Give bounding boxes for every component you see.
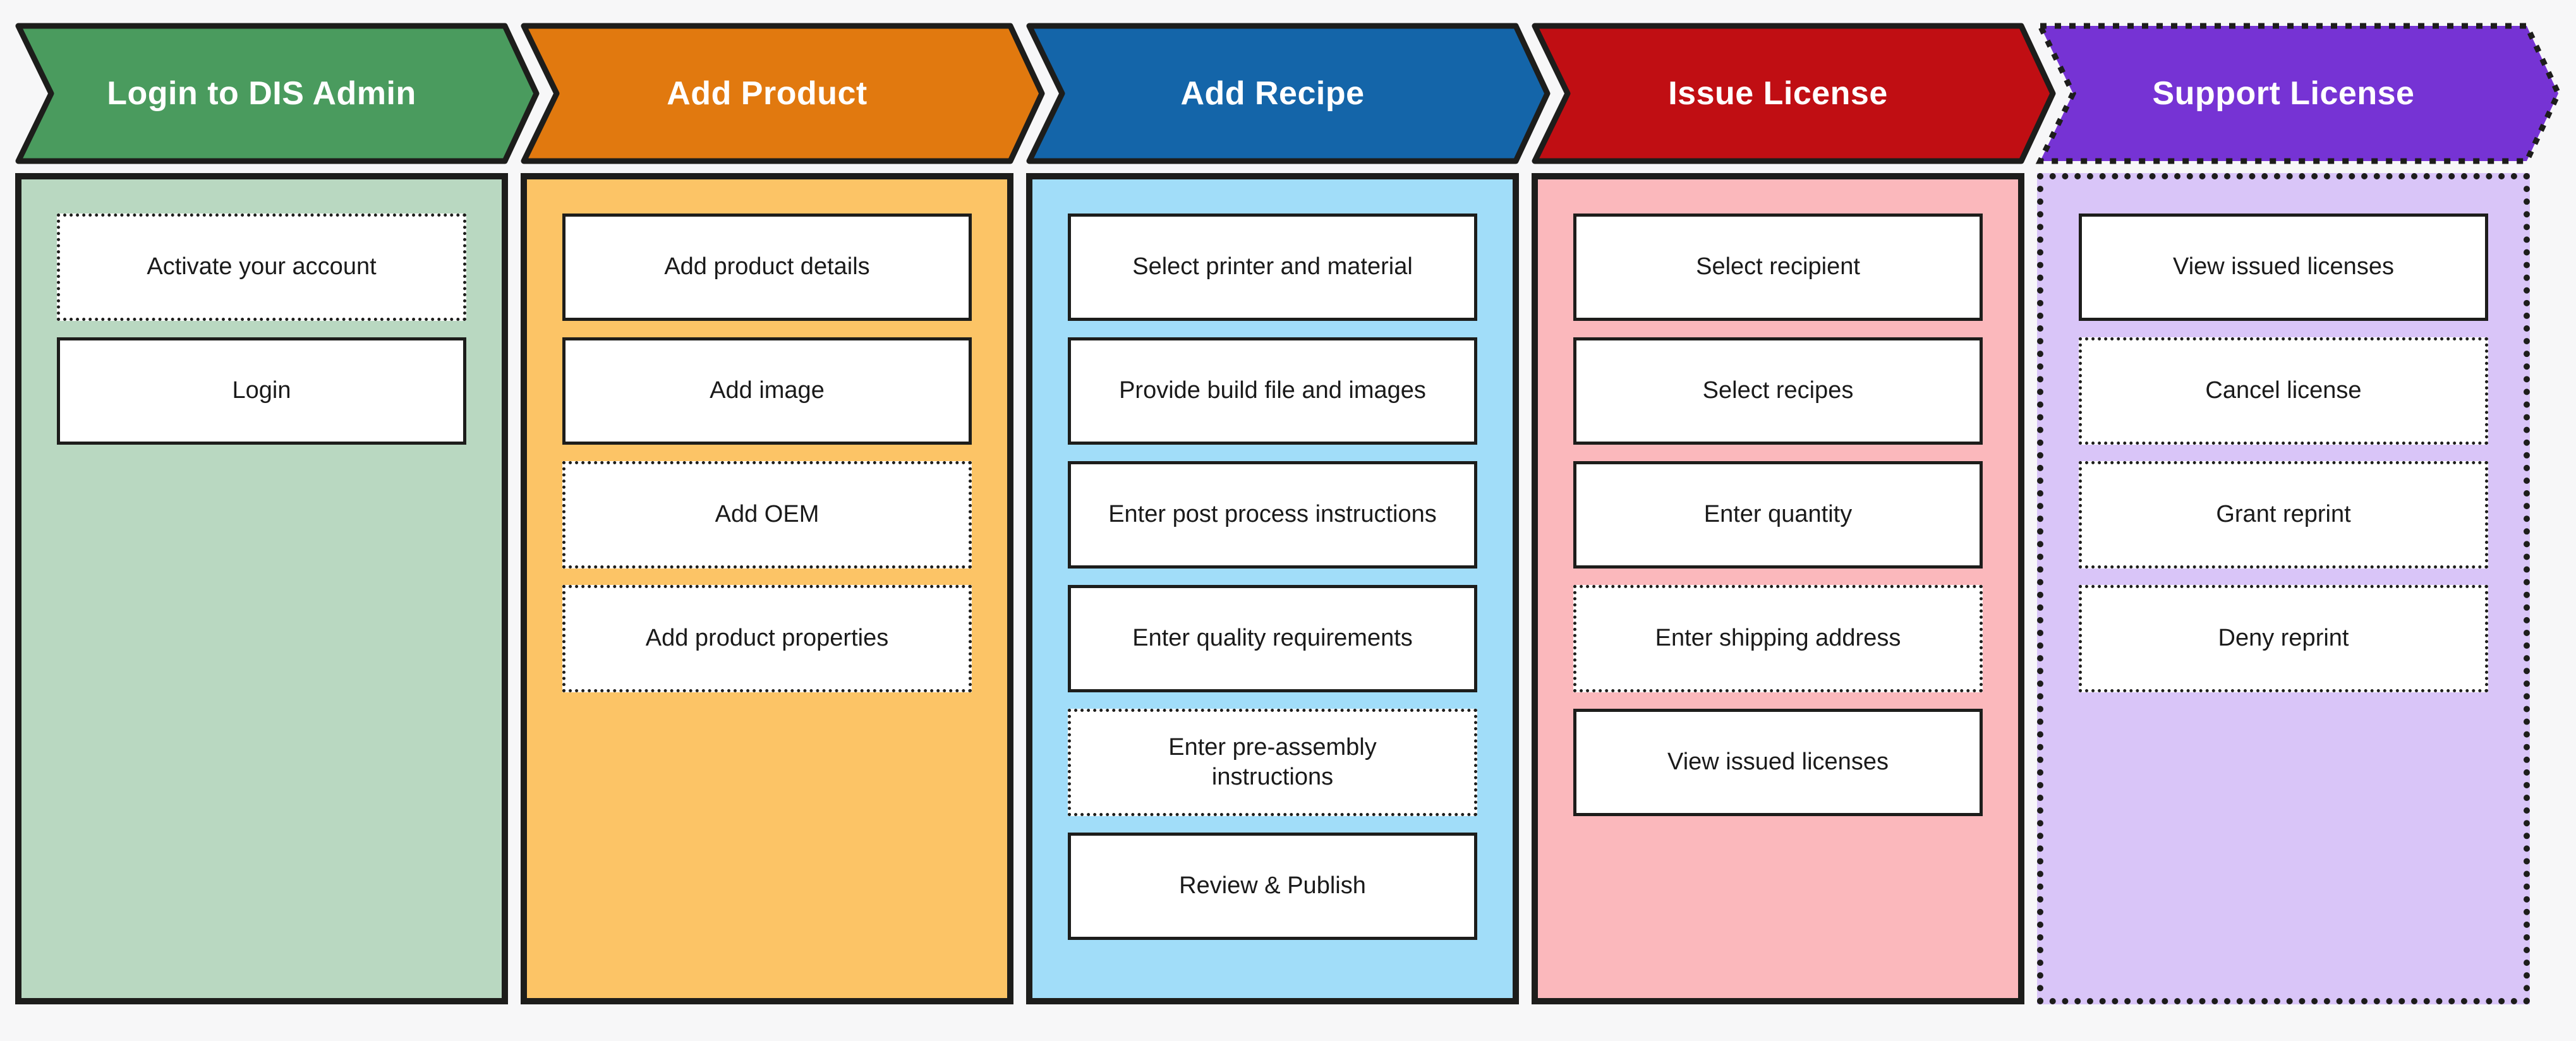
workflow-diagram: Login to DIS Admin Activate your account… <box>15 23 2576 1004</box>
step-cancel-license: Cancel license <box>2079 337 2488 445</box>
phase-title: Add Product <box>667 75 868 112</box>
phase-header-support-license: Support License <box>2035 23 2561 164</box>
step-select-printer-and-material: Select printer and material <box>1068 214 1477 321</box>
chevron-arrow-icon <box>521 23 1045 164</box>
step-grant-reprint: Grant reprint <box>2079 461 2488 569</box>
phase-header-issue-license: Issue License <box>1532 23 2056 164</box>
phase-header-add-recipe: Add Recipe <box>1026 23 1551 164</box>
step-select-recipient: Select recipient <box>1573 214 1983 321</box>
step-add-oem: Add OEM <box>562 461 972 569</box>
chevron-arrow-icon <box>2035 23 2561 164</box>
phase-body-support-license: View issued licenses Cancel license Gran… <box>2037 173 2530 1004</box>
phase-title: Login to DIS Admin <box>107 75 416 112</box>
chevron-arrow-icon <box>1532 23 2056 164</box>
step-enter-quantity: Enter quantity <box>1573 461 1983 569</box>
phase-title: Add Recipe <box>1180 75 1365 112</box>
phase-body-add-recipe: Select printer and material Provide buil… <box>1026 173 1519 1004</box>
phase-title: Issue License <box>1668 75 1888 112</box>
phase-header-login: Login to DIS Admin <box>15 23 540 164</box>
phase-header-add-product: Add Product <box>521 23 1045 164</box>
step-enter-shipping-address: Enter shipping address <box>1573 585 1983 692</box>
phase-body-add-product: Add product details Add image Add OEM Ad… <box>521 173 1013 1004</box>
step-add-product-details: Add product details <box>562 214 972 321</box>
phase-column-issue-license: Issue License Select recipient Select re… <box>1532 23 2056 1004</box>
chevron-arrow-icon <box>15 23 540 164</box>
chevron-arrow-icon <box>1026 23 1551 164</box>
phase-column-add-recipe: Add Recipe Select printer and material P… <box>1026 23 1551 1004</box>
phase-column-login: Login to DIS Admin Activate your account… <box>15 23 540 1004</box>
step-view-issued-licenses: View issued licenses <box>2079 214 2488 321</box>
step-activate-your-account: Activate your account <box>57 214 466 321</box>
phase-body-issue-license: Select recipient Select recipes Enter qu… <box>1532 173 2024 1004</box>
step-add-product-properties: Add product properties <box>562 585 972 692</box>
phase-body-login: Activate your account Login <box>15 173 508 1004</box>
step-deny-reprint: Deny reprint <box>2079 585 2488 692</box>
phase-column-support-license: Support License View issued licenses Can… <box>2035 23 2561 1004</box>
step-login: Login <box>57 337 466 445</box>
step-review-and-publish: Review & Publish <box>1068 833 1477 940</box>
step-enter-post-process-instructions: Enter post process instructions <box>1068 461 1477 569</box>
step-enter-pre-assembly-instructions: Enter pre-assembly instructions <box>1068 709 1477 816</box>
step-provide-build-file-and-images: Provide build file and images <box>1068 337 1477 445</box>
phase-title: Support License <box>2152 75 2415 112</box>
phase-row: Login to DIS Admin Activate your account… <box>15 23 2576 1004</box>
step-view-issued-licenses: View issued licenses <box>1573 709 1983 816</box>
phase-column-add-product: Add Product Add product details Add imag… <box>521 23 1045 1004</box>
step-add-image: Add image <box>562 337 972 445</box>
step-enter-quality-requirements: Enter quality requirements <box>1068 585 1477 692</box>
step-select-recipes: Select recipes <box>1573 337 1983 445</box>
